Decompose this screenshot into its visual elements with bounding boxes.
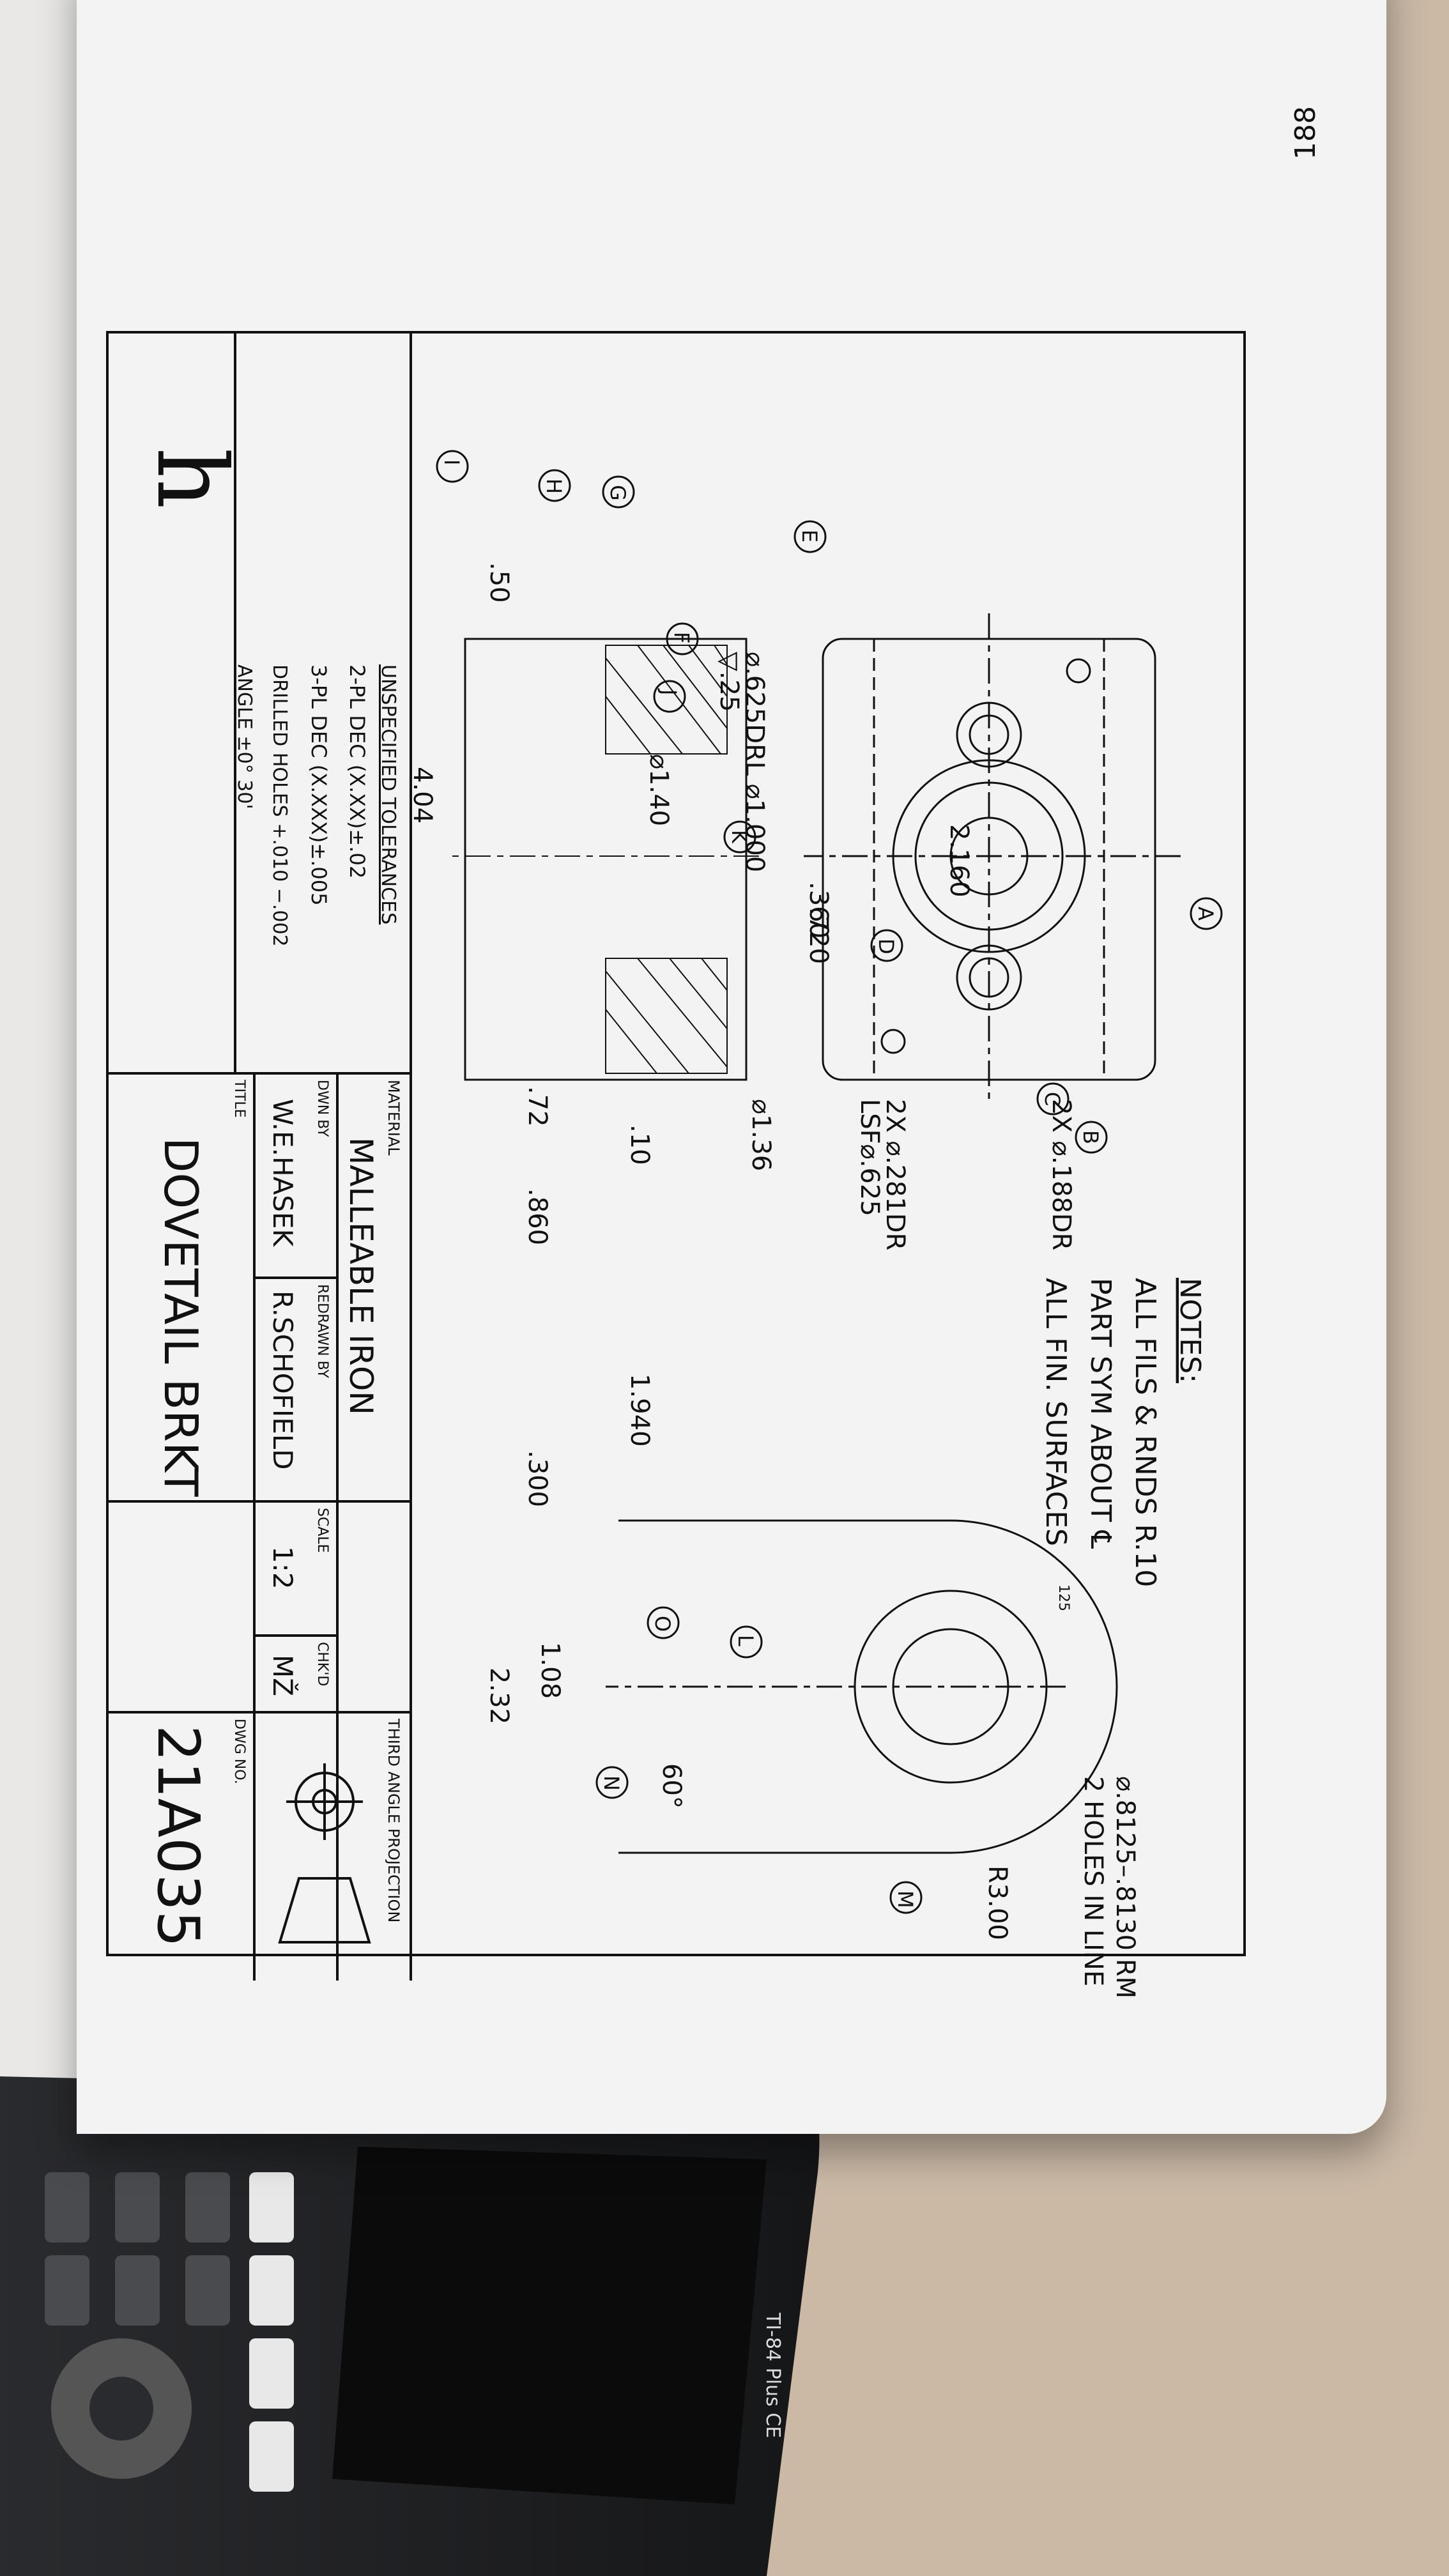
- chkd-label: CHK'D: [314, 1642, 330, 1686]
- material-value: MALLEABLE IRON: [342, 1137, 379, 1415]
- dim-360: .360: [804, 882, 833, 939]
- material-label: MATERIAL: [385, 1080, 402, 1156]
- dim-1940: 1.940: [625, 1374, 654, 1447]
- callout-hole-8125-b: 2 HOLES IN LINE: [1078, 1776, 1108, 1986]
- tolerances-heading: UNSPECIFIED TOLERANCES: [377, 664, 399, 924]
- note-line-2: PART SYM ABOUT ℄: [1084, 1278, 1117, 1549]
- tol-line-1: 2-PL DEC (X.XX)±.02: [345, 664, 369, 878]
- book-page: [77, 0, 1386, 2134]
- dwn-by-label: DWN BY: [314, 1080, 330, 1137]
- dwg-no-value: 21A035: [144, 1725, 211, 1947]
- drawing-title: DOVETAIL BRKT: [154, 1137, 208, 1498]
- page-number: 188: [1289, 106, 1322, 160]
- svg-text:K: K: [727, 830, 751, 844]
- top-view: [804, 613, 1181, 1099]
- svg-text:E: E: [797, 530, 822, 542]
- dim-72: .72: [523, 1086, 552, 1127]
- calculator-keys[interactable]: [45, 2172, 294, 2492]
- scale-label: SCALE: [314, 1508, 330, 1553]
- note-line-1: ALL FILS & RNDS R.10: [1129, 1278, 1162, 1587]
- dim-140: ⌀1.40: [644, 754, 673, 826]
- redrawn-by-value: R.SCHOFIELD: [267, 1291, 298, 1470]
- callout-drill-188: 2X ⌀.188DR: [1046, 1099, 1076, 1250]
- dim-108: 1.08: [535, 1642, 565, 1699]
- side-view: [606, 1519, 1118, 1854]
- redrawn-by-label: REDRAWN BY: [314, 1284, 330, 1378]
- svg-text:M: M: [893, 1890, 917, 1908]
- projection-label: THIRD ANGLE PROJECTION: [385, 1718, 402, 1922]
- dim-50: .50: [484, 562, 514, 603]
- callout-hole-8125: ⌀.8125–.8130 RM: [1110, 1776, 1140, 1998]
- calculator-brand: TI-84 Plus CE: [762, 2312, 784, 2438]
- dim-232: 2.32: [484, 1667, 514, 1724]
- chkd-value: MŽ: [267, 1655, 299, 1696]
- dwn-by-value: W.E.HASEK: [267, 1099, 298, 1247]
- dim-300: .300: [523, 1450, 552, 1507]
- dim-2160: 2.160: [944, 824, 974, 898]
- publisher-logo: h: [135, 447, 247, 509]
- scale-value: 1:2: [267, 1546, 298, 1590]
- title-block: UNSPECIFIED TOLERANCES 2-PL DEC (X.XX)±.…: [135, 447, 402, 1947]
- dim-404: 4.04: [408, 767, 437, 824]
- tol-line-3: DRILLED HOLES +.010 −.002: [268, 664, 291, 947]
- calculator-screen: [332, 2147, 767, 2504]
- svg-text:B: B: [1078, 1130, 1103, 1144]
- svg-text:G: G: [606, 485, 630, 501]
- dpad-center: [89, 2377, 153, 2441]
- section-view: [452, 638, 759, 1081]
- callout-drill-625-b: ▽.25: [714, 652, 744, 712]
- svg-text:O: O: [650, 1616, 675, 1632]
- callout-r300: R3.00: [983, 1866, 1012, 1940]
- svg-text:C: C: [1040, 1092, 1064, 1106]
- svg-text:N: N: [599, 1775, 624, 1791]
- dim-860: .860: [523, 1188, 552, 1245]
- svg-text:H: H: [542, 479, 566, 494]
- surface-finish-value: 125: [1055, 1584, 1071, 1611]
- callout-drill-281-b: LSF⌀.625: [855, 1099, 884, 1216]
- svg-text:I: I: [440, 459, 464, 465]
- tol-line-4: ANGLE ±0° 30': [233, 664, 256, 809]
- svg-text:J: J: [657, 688, 681, 695]
- svg-text:A: A: [1193, 907, 1218, 921]
- svg-text:L: L: [733, 1635, 758, 1646]
- notes-heading: NOTES:: [1174, 1278, 1206, 1383]
- adjacent-page-edge: [0, 0, 77, 2108]
- dim-10: .10: [625, 1124, 654, 1165]
- tol-line-2: 3-PL DEC (X.XXX)±.005: [307, 664, 331, 905]
- third-angle-symbol-icon: [278, 1763, 371, 1943]
- balloons: A B C D E F G H I J K L M N O: [436, 450, 1223, 1914]
- note-line-3: ALL FIN. SURFACES: [1039, 1278, 1072, 1546]
- svg-text:F: F: [670, 632, 694, 643]
- drawing-border: [106, 331, 1246, 1956]
- svg-text:D: D: [874, 939, 898, 954]
- dim-136: ⌀1.36: [746, 1099, 776, 1171]
- title-label: TITLE: [231, 1079, 247, 1118]
- callout-drill-281: 2X ⌀.281DR: [880, 1099, 910, 1250]
- dim-720: .720: [804, 907, 833, 964]
- dwg-no-label: DWG NO.: [231, 1719, 247, 1784]
- dim-60: 60°: [657, 1763, 686, 1809]
